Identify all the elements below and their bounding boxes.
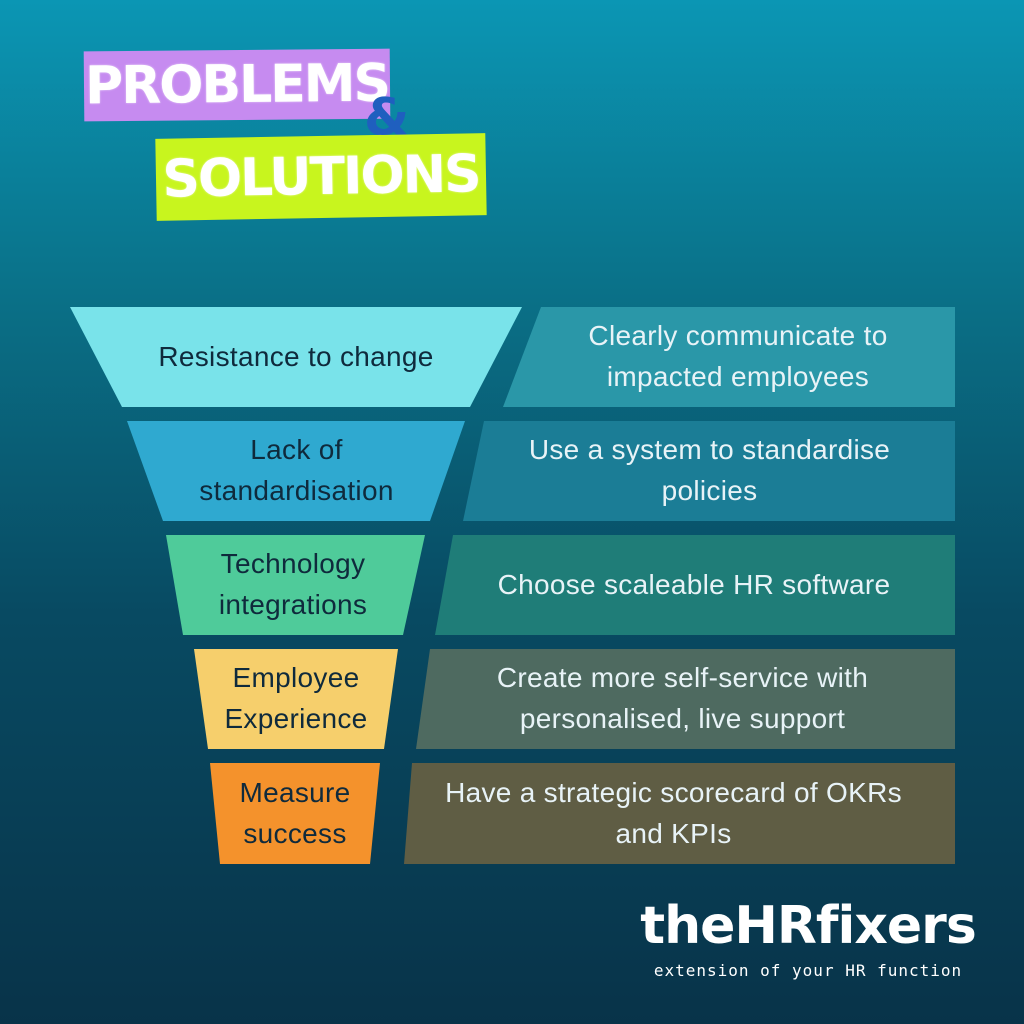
brand-logo: theHRfixers extension of your HR functio…: [640, 896, 977, 981]
problem-segment: [210, 763, 380, 864]
problem-label: Technology integrations: [218, 548, 368, 620]
solution-segment: [503, 307, 955, 407]
problem-segment: [166, 535, 425, 635]
problem-label: Measure success: [239, 776, 351, 849]
problem-label: Lack of standardisation: [199, 434, 394, 506]
brand-tagline: extension of your HR function: [653, 961, 963, 981]
solution-label: Choose scaleable HR software: [497, 568, 891, 600]
solution-segment: [416, 649, 955, 749]
solution-label: Use a system to standardise policies: [528, 434, 891, 506]
solution-label: Have a strategic scorecard of OKRs and K…: [445, 776, 902, 849]
solution-label: Clearly communicate to impacted employee…: [588, 320, 888, 392]
problem-segment: [194, 649, 398, 749]
problem-segment: [70, 307, 522, 407]
problem-segment: [127, 421, 465, 521]
problem-label: Resistance to change: [158, 340, 434, 372]
brand-name: theHRfixers: [640, 896, 977, 956]
solution-segment: [404, 763, 955, 864]
solution-segment: [435, 535, 955, 635]
problem-label: Employee Experience: [224, 662, 368, 734]
solution-segment: [463, 421, 955, 521]
solution-label: Create more self-service with personalis…: [496, 662, 869, 734]
